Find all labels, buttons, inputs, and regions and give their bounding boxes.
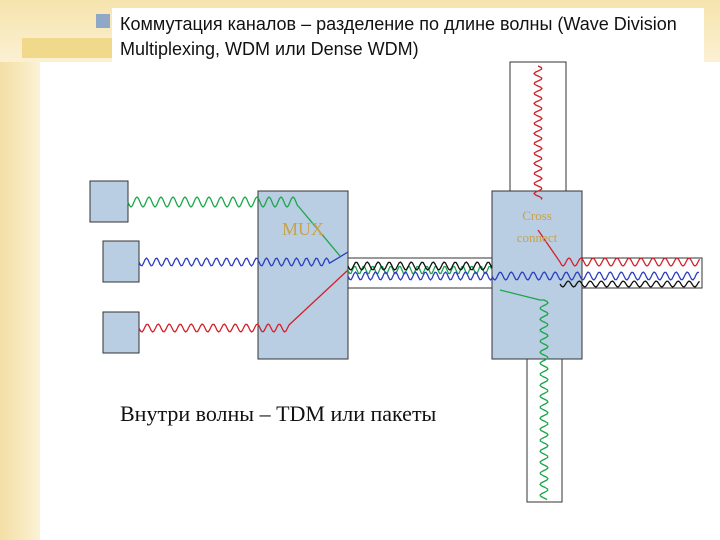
green-fiber-wave (347, 265, 493, 275)
red-top-wave (533, 65, 543, 200)
blue-input-wave (138, 251, 349, 267)
source-box-3 (102, 311, 140, 354)
blue-fiber-wave (347, 271, 493, 281)
green-input-wave (127, 196, 341, 257)
source-box-2 (102, 240, 140, 283)
green-output-wave (499, 289, 549, 501)
mux-label: MUX (282, 219, 324, 239)
corner-decoration (96, 14, 110, 28)
slide-title: Коммутация каналов – разделение по длине… (120, 14, 677, 59)
paper-texture-left (0, 0, 40, 540)
fiber-bottom-vertical (526, 357, 563, 503)
red-input-wave (138, 269, 349, 333)
title-background (112, 8, 704, 66)
red-output-wave (537, 229, 701, 267)
cross-connect-label-line1: Cross (522, 208, 552, 223)
cross-connect-box (491, 190, 583, 360)
corner-decoration (22, 38, 112, 58)
mux-box (257, 190, 349, 360)
blue-output-wave (491, 271, 699, 281)
black-fiber-wave (347, 261, 493, 271)
black-output-wave (559, 280, 701, 288)
source-box-1 (89, 180, 129, 223)
caption: Внутри волны – TDM или пакеты (120, 401, 437, 426)
cross-connect-label-line2: connect (517, 230, 558, 245)
